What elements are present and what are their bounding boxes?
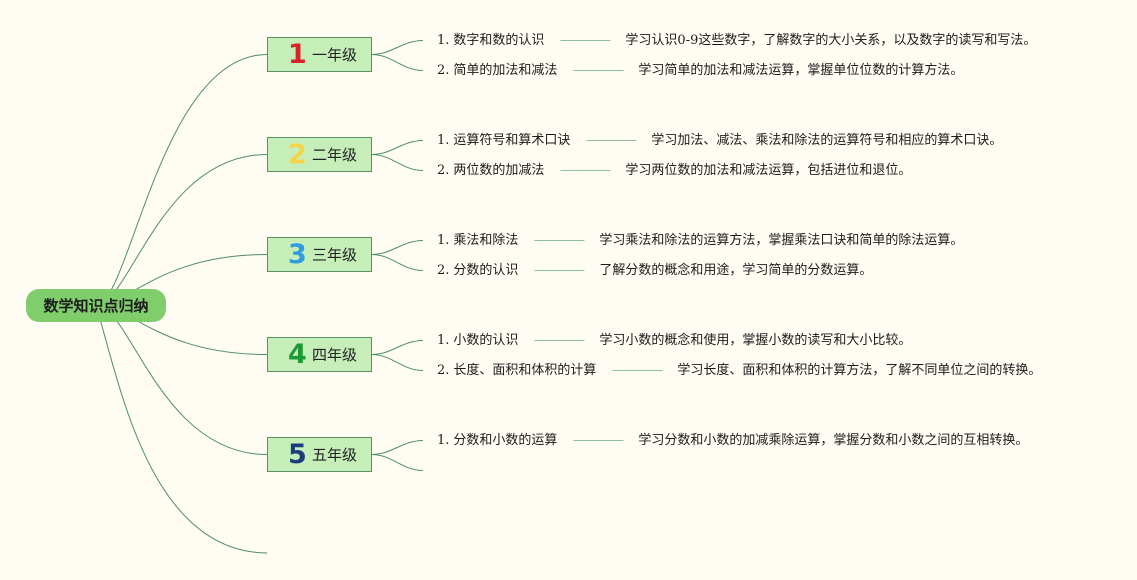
topic-item[interactable]: 1.运算符号和算术口诀 — [437, 132, 570, 150]
branch-line — [95, 304, 268, 554]
topic-description[interactable]: 学习长度、面积和体积的计算方法，了解不同单位之间的转换。 — [677, 362, 1042, 378]
branch-line — [95, 154, 268, 306]
sub-branch-line — [371, 154, 424, 171]
sub-branch-line — [371, 140, 424, 155]
sub-branch-line — [371, 454, 424, 471]
grade-node-3[interactable]: 3 三年级 — [267, 237, 372, 272]
sub-branch-line — [371, 240, 424, 255]
topic-description[interactable]: 学习分数和小数的加减乘除运算，掌握分数和小数之间的互相转换。 — [638, 432, 1029, 448]
grade-label: 二年级 — [312, 146, 358, 164]
topic-description[interactable]: 学习简单的加法和减法运算，掌握单位位数的计算方法。 — [638, 62, 964, 78]
sub-branch-line — [371, 40, 424, 55]
grade-node-1[interactable]: 1 一年级 — [267, 37, 372, 72]
topic-item[interactable]: 1.数字和数的认识 — [437, 32, 544, 50]
topic-name: 乘法和除法 — [453, 232, 519, 248]
topic-name: 数字和数的认识 — [453, 32, 545, 48]
sub-branch-line — [371, 440, 424, 455]
topic-name: 长度、面积和体积的计算 — [453, 362, 597, 378]
topic-number: 2. — [437, 62, 450, 78]
sub-branch-line — [371, 354, 424, 371]
topic-item[interactable]: 2.简单的加法和减法 — [437, 62, 557, 80]
grade-node-2[interactable]: 2 二年级 — [267, 137, 372, 172]
topic-item[interactable]: 1.乘法和除法 — [437, 232, 518, 250]
topic-description[interactable]: 学习加法、减法、乘法和除法的运算符号和相应的算术口诀。 — [651, 132, 1003, 148]
topic-description[interactable]: 学习小数的概念和使用，掌握小数的读写和大小比较。 — [599, 332, 912, 348]
sub-branch-line — [371, 340, 424, 355]
topic-name: 两位数的加减法 — [453, 162, 545, 178]
grade-number: 1 — [288, 39, 307, 70]
topic-item[interactable]: 1.分数和小数的运算 — [437, 432, 557, 450]
topic-number: 1. — [437, 432, 450, 448]
topic-number: 1. — [437, 232, 450, 248]
grade-label: 一年级 — [312, 46, 358, 64]
branch-line — [95, 54, 268, 306]
topic-name: 运算符号和算术口诀 — [453, 132, 571, 148]
topic-name: 小数的认识 — [453, 332, 519, 348]
topic-description[interactable]: 学习乘法和除法的运算方法，掌握乘法口诀和简单的除法运算。 — [599, 232, 964, 248]
topic-number: 2. — [437, 262, 450, 278]
root-node[interactable]: 数学知识点归纳 — [26, 289, 166, 322]
topic-number: 2. — [437, 162, 450, 178]
grade-number: 2 — [288, 139, 307, 170]
topic-name: 分数和小数的运算 — [453, 432, 558, 448]
grade-node-4[interactable]: 4 四年级 — [267, 337, 372, 372]
grade-number: 5 — [288, 439, 307, 470]
topic-name: 分数的认识 — [453, 262, 519, 278]
topic-name: 简单的加法和减法 — [453, 62, 558, 78]
topic-description[interactable]: 学习认识0-9这些数字，了解数字的大小关系，以及数字的读写和写法。 — [625, 32, 1037, 48]
topic-item[interactable]: 2.分数的认识 — [437, 262, 518, 280]
grade-label: 四年级 — [312, 346, 358, 364]
topic-number: 1. — [437, 132, 450, 148]
sub-branch-line — [371, 254, 424, 271]
topic-number: 2. — [437, 362, 450, 378]
topic-item[interactable]: 2.两位数的加减法 — [437, 162, 544, 180]
topic-description[interactable]: 了解分数的概念和用途，学习简单的分数运算。 — [599, 262, 873, 278]
topic-description[interactable]: 学习两位数的加法和减法运算，包括进位和退位。 — [625, 162, 912, 178]
grade-number: 4 — [288, 339, 307, 370]
grade-number: 3 — [288, 239, 307, 270]
root-label: 数学知识点归纳 — [43, 297, 149, 315]
topic-item[interactable]: 2.长度、面积和体积的计算 — [437, 362, 596, 380]
sub-branch-line — [371, 54, 424, 71]
topic-number: 1. — [437, 32, 450, 48]
branch-line — [95, 304, 268, 455]
grade-label: 五年级 — [312, 446, 358, 464]
grade-label: 三年级 — [312, 246, 358, 264]
topic-item[interactable]: 1.小数的认识 — [437, 332, 518, 350]
grade-node-5[interactable]: 5 五年级 — [267, 437, 372, 472]
topic-number: 1. — [437, 332, 450, 348]
